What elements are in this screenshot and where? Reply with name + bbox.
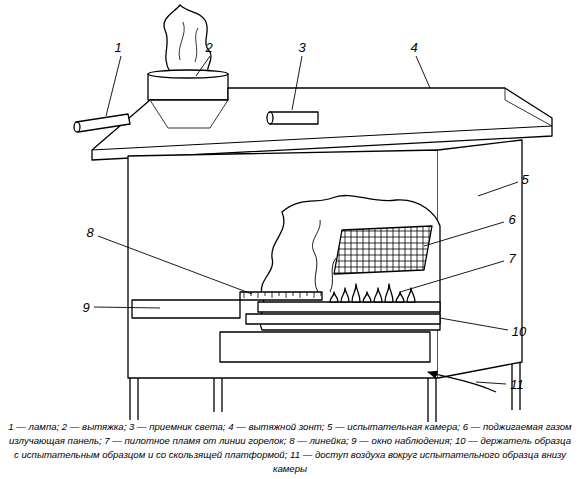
leg bbox=[130, 362, 520, 422]
pilot-flame bbox=[407, 288, 415, 302]
figure-caption: 1 — лампа; 2 — вытяжка; 3 — приемник све… bbox=[6, 420, 574, 476]
ruler-tick bbox=[286, 292, 287, 298]
hood-edge bbox=[505, 88, 552, 126]
ruler-tick bbox=[244, 292, 245, 298]
pilot-flame bbox=[341, 288, 349, 302]
light-receiver bbox=[270, 112, 318, 124]
ruler-tick bbox=[279, 292, 280, 296]
callout-number: 6 bbox=[508, 213, 515, 226]
air-arrow bbox=[428, 372, 496, 392]
callout-number: 10 bbox=[512, 325, 526, 338]
callout-number: 8 bbox=[86, 226, 93, 239]
ruler-tick bbox=[265, 292, 266, 296]
hood-edge bbox=[150, 100, 228, 128]
exhaust-top bbox=[148, 70, 228, 78]
ruler-tick bbox=[258, 292, 259, 298]
smoke bbox=[164, 5, 211, 72]
pilot-flame bbox=[374, 288, 382, 302]
ruler-tick bbox=[293, 292, 294, 296]
callout-number: 11 bbox=[510, 378, 524, 391]
ruler bbox=[240, 292, 322, 300]
chamber-smoke bbox=[312, 220, 336, 292]
pilot-flame bbox=[385, 284, 393, 302]
platform bbox=[246, 314, 440, 324]
callout-number: 4 bbox=[410, 41, 417, 54]
pilot-flame bbox=[330, 292, 338, 302]
lamp-end bbox=[74, 122, 80, 132]
callout-number: 1 bbox=[114, 41, 121, 54]
chamber-side bbox=[438, 140, 522, 378]
callout-number: 5 bbox=[521, 173, 528, 186]
callout-number: 9 bbox=[82, 301, 89, 314]
callout-number: 2 bbox=[205, 41, 212, 54]
lamp bbox=[76, 114, 130, 132]
observation-window bbox=[132, 300, 240, 318]
callout-number: 3 bbox=[298, 41, 305, 54]
radiant-panel bbox=[334, 226, 432, 274]
ruler-tick bbox=[272, 292, 273, 298]
smoke-line bbox=[179, 22, 198, 62]
ruler-tick bbox=[314, 292, 315, 298]
receiver-end bbox=[267, 112, 273, 124]
pilot-flame bbox=[396, 292, 404, 302]
air-opening bbox=[220, 332, 430, 362]
leader-lines bbox=[94, 56, 518, 384]
ruler-tick bbox=[321, 292, 322, 296]
pilot-flame bbox=[352, 284, 360, 302]
callout-number: 7 bbox=[508, 252, 515, 265]
sample-holder bbox=[258, 302, 440, 312]
pilot-flame bbox=[363, 292, 371, 302]
ruler-tick bbox=[307, 292, 308, 296]
ruler-tick bbox=[300, 292, 301, 298]
